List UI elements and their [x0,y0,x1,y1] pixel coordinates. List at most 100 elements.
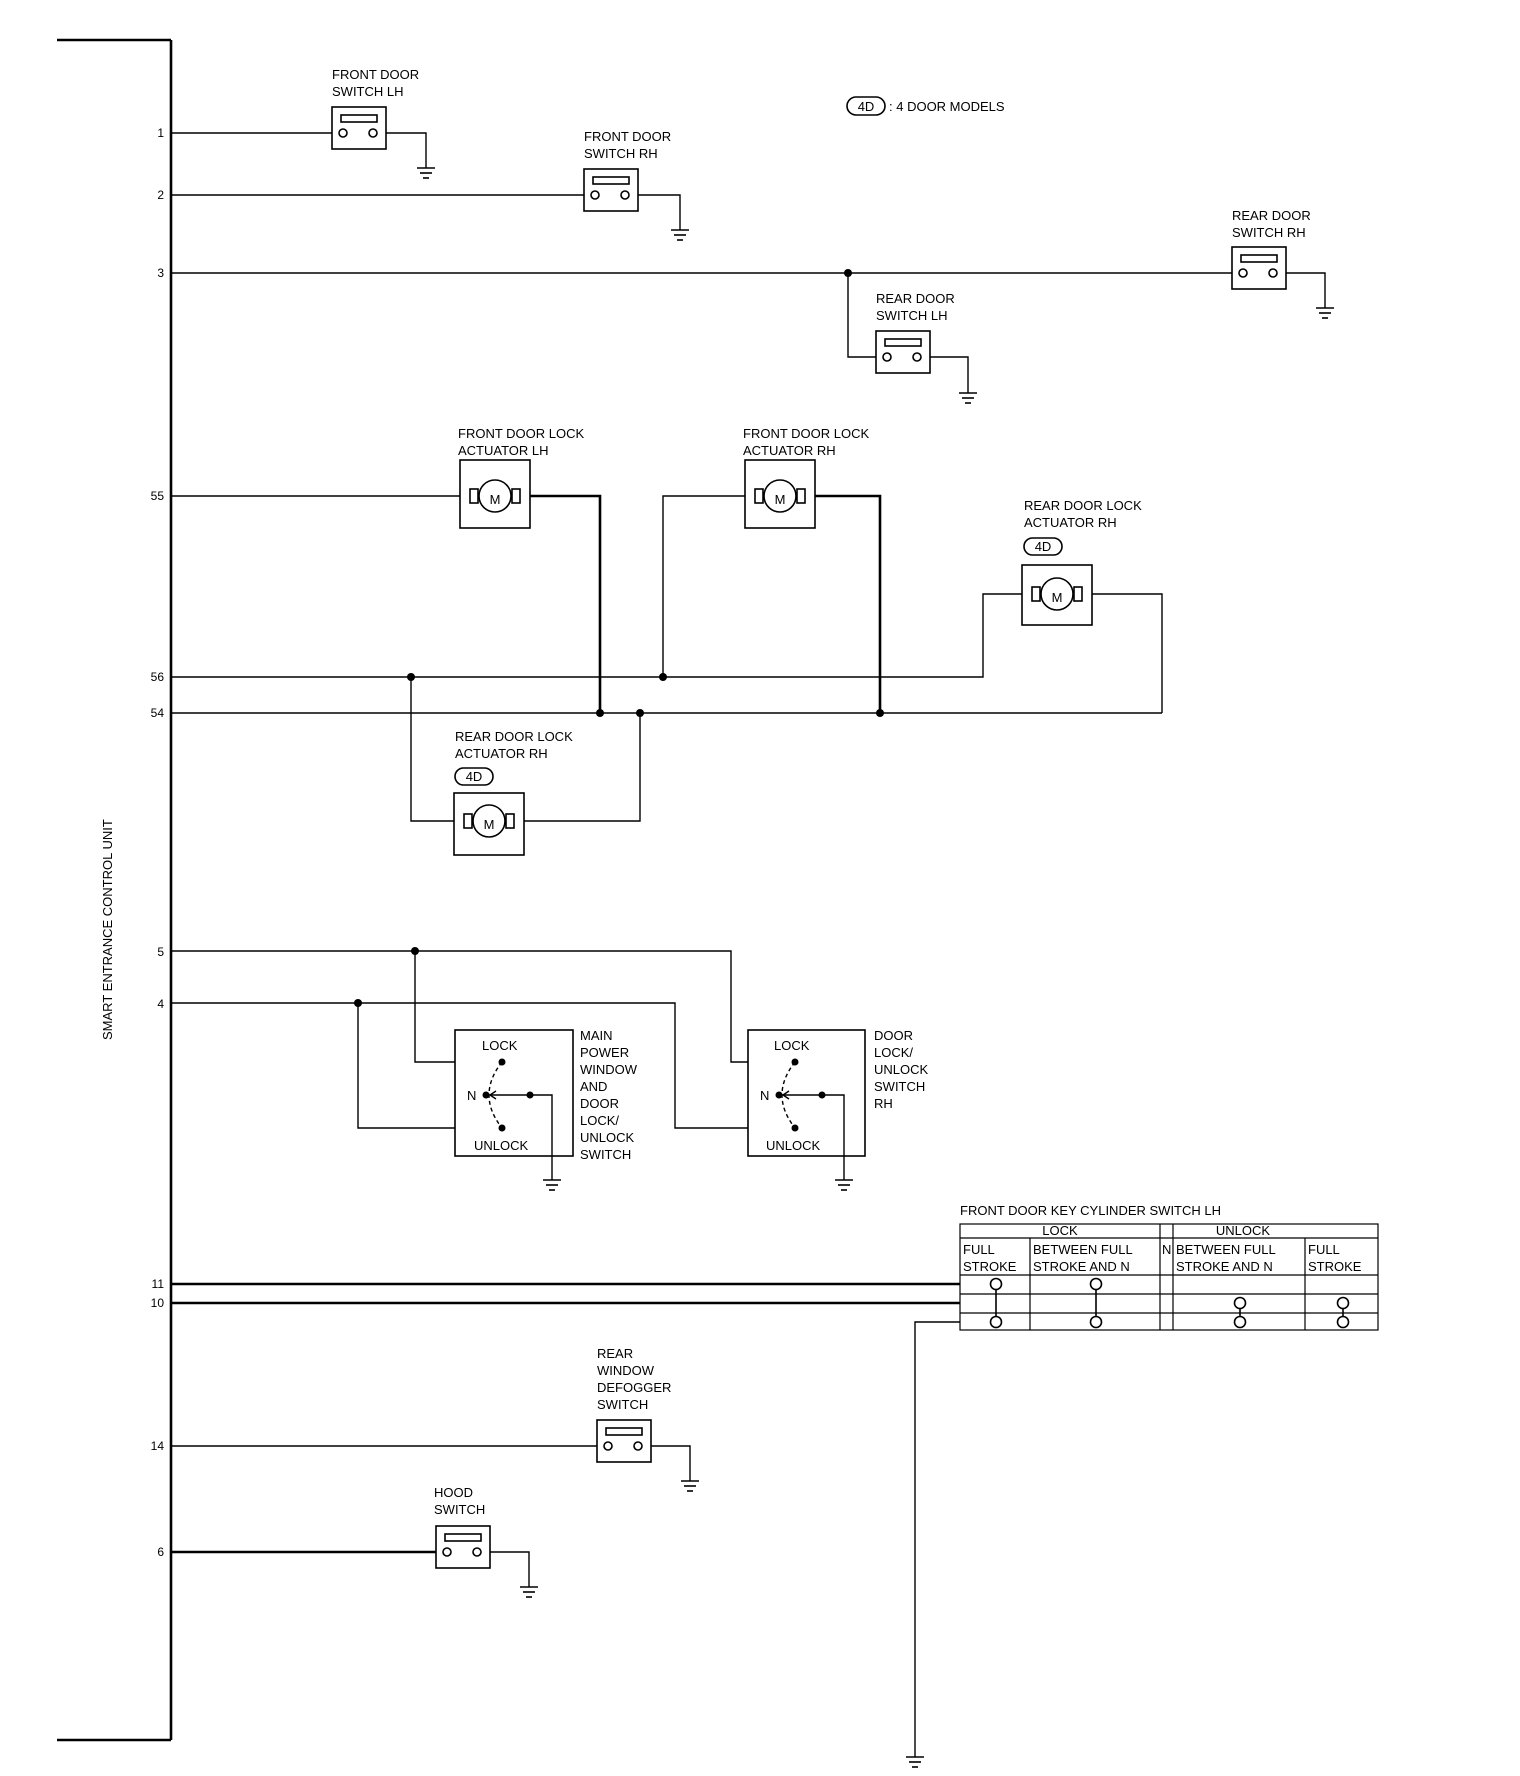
rh-switch-label-3: UNLOCK [874,1062,929,1077]
ground-icon [1316,307,1334,319]
front-door-switch-lh-label-2: SWITCH LH [332,84,404,99]
legend-text: : 4 DOOR MODELS [889,99,1005,114]
ground-icon [906,1756,924,1768]
ground-icon [681,1480,699,1492]
defogger-label-1: REAR [597,1346,633,1361]
neutral-position-label: N [467,1088,476,1103]
terminal-54: 54 [151,706,165,720]
motor-symbol: M [775,492,786,507]
motor-symbol: M [490,492,501,507]
col-lock-between-1: BETWEEN FULL [1033,1242,1133,1257]
ground-icon [417,167,435,179]
unlock-position-label: UNLOCK [474,1138,529,1153]
terminal-1: 1 [157,126,164,140]
front-door-switch-lh-label-1: FRONT DOOR [332,67,419,82]
rear-lock-actuator-rh-b-label-1: REAR DOOR LOCK [455,729,573,744]
door-lock-unlock-switch-rh: LOCK N UNLOCK DOOR LOCK/ UNLOCK SWITCH R… [747,1028,929,1180]
legend-badge: 4D [858,99,875,114]
rh-switch-label-5: RH [874,1096,893,1111]
rear-door-switch-rh-label-1: REAR DOOR [1232,208,1311,223]
hood-switch-label-2: SWITCH [434,1502,485,1517]
control-unit-frame: SMART ENTRANCE CONTROL UNIT [57,38,173,1742]
main-switch-label-3: WINDOW [580,1062,638,1077]
col-lock-between-2: STROKE AND N [1033,1259,1130,1274]
key-cylinder-title: FRONT DOOR KEY CYLINDER SWITCH LH [960,1203,1221,1218]
lock-position-label: LOCK [482,1038,518,1053]
col-lock-full-1: FULL [963,1242,995,1257]
rear-door-switch-rh-label-2: SWITCH RH [1232,225,1306,240]
front-door-switch-rh-label-1: FRONT DOOR [584,129,671,144]
front-lock-actuator-lh-label-1: FRONT DOOR LOCK [458,426,584,441]
col-unlock-full-2: STROKE [1308,1259,1362,1274]
main-power-window-lock-switch: LOCK N UNLOCK MAIN POWER WINDOW AND DOOR… [454,1028,638,1180]
key-cylinder-switch-table: FRONT DOOR KEY CYLINDER SWITCH LH LOCK U… [959,1203,1379,1331]
ground-icon [959,392,977,404]
control-unit-label: SMART ENTRANCE CONTROL UNIT [100,819,115,1040]
neutral-position-label: N [760,1088,769,1103]
terminal-10: 10 [151,1296,165,1310]
col-unlock-full-1: FULL [1308,1242,1340,1257]
main-switch-label-8: SWITCH [580,1147,631,1162]
main-switch-label-5: DOOR [580,1096,619,1111]
ground-icon [543,1179,561,1191]
rear-door-lock-actuator-rh-lower: M REAR DOOR LOCK ACTUATOR RH 4D [453,729,573,856]
front-door-switch-lh: FRONT DOOR SWITCH LH [331,67,419,150]
main-switch-label-4: AND [580,1079,607,1094]
rear-door-switch-lh: REAR DOOR SWITCH LH [875,291,955,374]
front-door-lock-actuator-rh: M FRONT DOOR LOCK ACTUATOR RH [743,426,869,529]
front-door-lock-actuator-lh: M FRONT DOOR LOCK ACTUATOR LH [458,426,584,529]
group-unlock: UNLOCK [1216,1223,1271,1238]
terminal-56: 56 [151,670,165,684]
lock-position-label: LOCK [774,1038,810,1053]
main-switch-label-7: UNLOCK [580,1130,635,1145]
terminal-numbers: 1 2 3 55 56 54 5 4 11 10 14 6 [151,126,165,1559]
terminal-5: 5 [157,945,164,959]
rear-lock-actuator-rh-a-label-1: REAR DOOR LOCK [1024,498,1142,513]
ground-icon [671,229,689,241]
unlock-position-label: UNLOCK [766,1138,821,1153]
col-unlock-between-1: BETWEEN FULL [1176,1242,1276,1257]
junction-dots [354,269,884,1007]
front-lock-actuator-rh-label-1: FRONT DOOR LOCK [743,426,869,441]
ground-icon [835,1179,853,1191]
front-lock-actuator-lh-label-2: ACTUATOR LH [458,443,549,458]
col-neutral: N [1162,1242,1171,1257]
rh-switch-label-2: LOCK/ [874,1045,913,1060]
col-lock-full-2: STROKE [963,1259,1017,1274]
defogger-label-4: SWITCH [597,1397,648,1412]
rear-window-defogger-switch: REAR WINDOW DEFOGGER SWITCH [596,1346,671,1463]
badge-4d: 4D [466,769,483,784]
rear-lock-actuator-rh-a-label-2: ACTUATOR RH [1024,515,1117,530]
ground-icon [520,1586,538,1598]
front-door-switch-rh-label-2: SWITCH RH [584,146,658,161]
terminal-11: 11 [152,1277,165,1291]
motor-symbol: M [1052,590,1063,605]
rh-switch-label-1: DOOR [874,1028,913,1043]
wires [171,132,1326,1757]
motor-symbol: M [484,817,495,832]
legend: 4D : 4 DOOR MODELS [846,96,1005,116]
terminal-6: 6 [157,1545,164,1559]
group-lock: LOCK [1042,1223,1078,1238]
terminal-55: 55 [151,489,165,503]
front-door-switch-rh: FRONT DOOR SWITCH RH [583,129,671,212]
main-switch-label-2: POWER [580,1045,629,1060]
terminal-4: 4 [157,997,164,1011]
rh-switch-label-4: SWITCH [874,1079,925,1094]
rear-door-switch-lh-label-1: REAR DOOR [876,291,955,306]
defogger-label-3: DEFOGGER [597,1380,671,1395]
hood-switch-label-1: HOOD [434,1485,473,1500]
rear-door-switch-lh-label-2: SWITCH LH [876,308,948,323]
terminal-2: 2 [157,188,164,202]
main-switch-label-1: MAIN [580,1028,613,1043]
defogger-label-2: WINDOW [597,1363,655,1378]
grounds [417,167,1334,1768]
terminal-3: 3 [157,266,164,280]
rear-door-lock-actuator-rh-upper: M REAR DOOR LOCK ACTUATOR RH 4D [1021,498,1142,626]
rear-door-switch-rh: REAR DOOR SWITCH RH [1231,208,1311,290]
col-unlock-between-2: STROKE AND N [1176,1259,1273,1274]
hood-switch: HOOD SWITCH [434,1485,491,1569]
main-switch-label-6: LOCK/ [580,1113,619,1128]
terminal-14: 14 [151,1439,165,1453]
